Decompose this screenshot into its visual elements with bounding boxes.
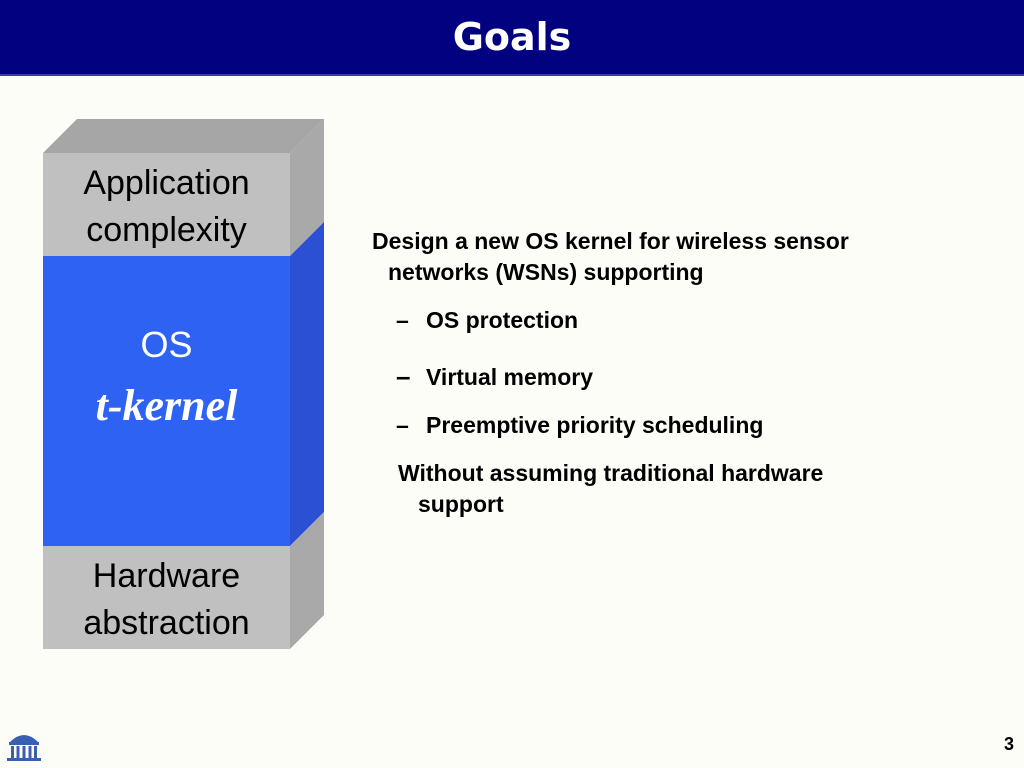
application-label-line2: complexity [86,211,247,249]
constraint-paragraph: Without assuming traditional hardware su… [398,458,978,520]
hardware-layer [43,546,290,649]
hardware-label-line1: Hardware [92,557,241,595]
bullet-text: OS protection [426,307,579,333]
bullet-text: Preemptive priority scheduling [426,412,764,438]
title-bar: Goals [0,0,1024,76]
bullet-dash: – [396,307,409,333]
stack-top-face [43,119,324,153]
goal-paragraph-line2: networks (WSNs) supporting [388,259,704,285]
application-layer [43,153,290,256]
page-number: 3 [1003,734,1014,754]
stack-side-lower [290,512,324,649]
stack-side-upper [290,119,324,256]
hardware-label-line2: abstraction [83,604,250,642]
bullet-dash: – [396,412,409,438]
goal-paragraph-line1: Design a new OS kernel for wireless sens… [372,228,849,254]
t-kernel-label: t-kernel [95,381,238,430]
slide-title: Goals [452,15,572,59]
constraint-paragraph-line1: Without assuming traditional hardware [398,460,824,486]
constraint-paragraph-line2: support [418,491,504,517]
bullet-dash: – [396,361,411,391]
bullet-item: –Virtual memory [396,361,593,392]
bullet-item: –Preemptive priority scheduling [396,410,763,440]
application-complexity-label: Application complexity [43,160,290,254]
os-label: OS [140,324,193,365]
application-label-line1: Application [83,164,250,202]
bullet-text: Virtual memory [426,364,594,390]
goal-paragraph: Design a new OS kernel for wireless sens… [372,226,982,288]
os-layer [43,256,290,546]
bullet-item: –OS protection [396,305,578,335]
rotunda-building-icon [7,735,41,761]
stack-side-os [290,222,324,546]
hardware-abstraction-label: Hardware abstraction [43,553,290,647]
layer-stack-diagram [43,119,324,649]
